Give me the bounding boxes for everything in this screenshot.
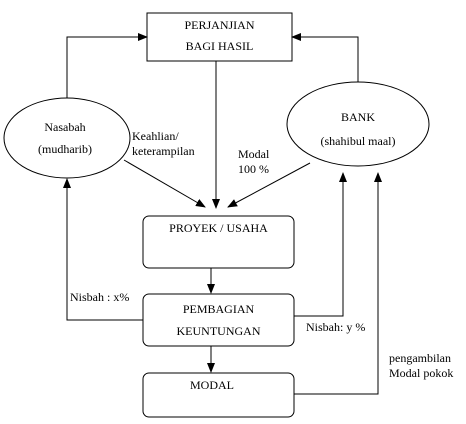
- pengambilan-label: pengambilan Modal pokok: [389, 351, 453, 381]
- modal-label: MODAL: [190, 378, 234, 392]
- keahlian-line2: keterampilan: [132, 144, 195, 158]
- nisbah-y-label: Nisbah: y %: [306, 320, 366, 334]
- bank-line2: (shahibul maal): [320, 134, 396, 148]
- arrow-nasabah-to-perjanjian: [66, 33, 148, 98]
- proyek-label: PROYEK / USAHA: [169, 221, 268, 235]
- modal-100-line1: Modal: [238, 147, 270, 161]
- nisbah-x-label: Nisbah : x%: [70, 290, 130, 304]
- modal-100-line2: 100 %: [238, 162, 269, 176]
- arrow-bank-to-perjanjian: [291, 33, 359, 82]
- perjanjian-line1: PERJANJIAN: [184, 18, 255, 32]
- pembagian-line2: KEUNTUNGAN: [176, 324, 261, 338]
- bank-line1: BANK: [340, 110, 375, 124]
- perjanjian-box: [146, 12, 293, 62]
- perjanjian-label: PERJANJIAN BAGI HASIL: [147, 15, 292, 57]
- perjanjian-line2: BAGI HASIL: [185, 39, 254, 53]
- pengambilan-line2: Modal pokok: [389, 366, 454, 380]
- modal-box: [142, 372, 295, 418]
- modal-100-label: Modal 100 %: [238, 147, 269, 177]
- pembagian-label: PEMBAGIAN KEUNTUNGAN: [143, 298, 294, 342]
- nasabah-label: Nasabah (mudharib): [10, 116, 120, 160]
- nasabah-line2: (mudharib): [38, 142, 92, 156]
- bank-label: BANK (shahibul maal): [303, 105, 413, 153]
- pengambilan-line1: pengambilan: [389, 351, 451, 365]
- arrow-pengambilan-to-bank: [294, 172, 382, 395]
- arrow-nisbah-x-to-nasabah: [63, 178, 143, 321]
- arrow-nisbah-y-to-bank: [294, 172, 347, 317]
- arrow-keahlian-to-proyek: [123, 159, 206, 208]
- proyek-box: [142, 215, 295, 269]
- keahlian-label: Keahlian/ keterampilan: [132, 129, 195, 159]
- arrow-modal-to-proyek: [227, 162, 311, 208]
- pembagian-line1: PEMBAGIAN: [182, 302, 255, 316]
- keahlian-line1: Keahlian/: [132, 129, 179, 143]
- nasabah-line1: Nasabah: [44, 120, 86, 134]
